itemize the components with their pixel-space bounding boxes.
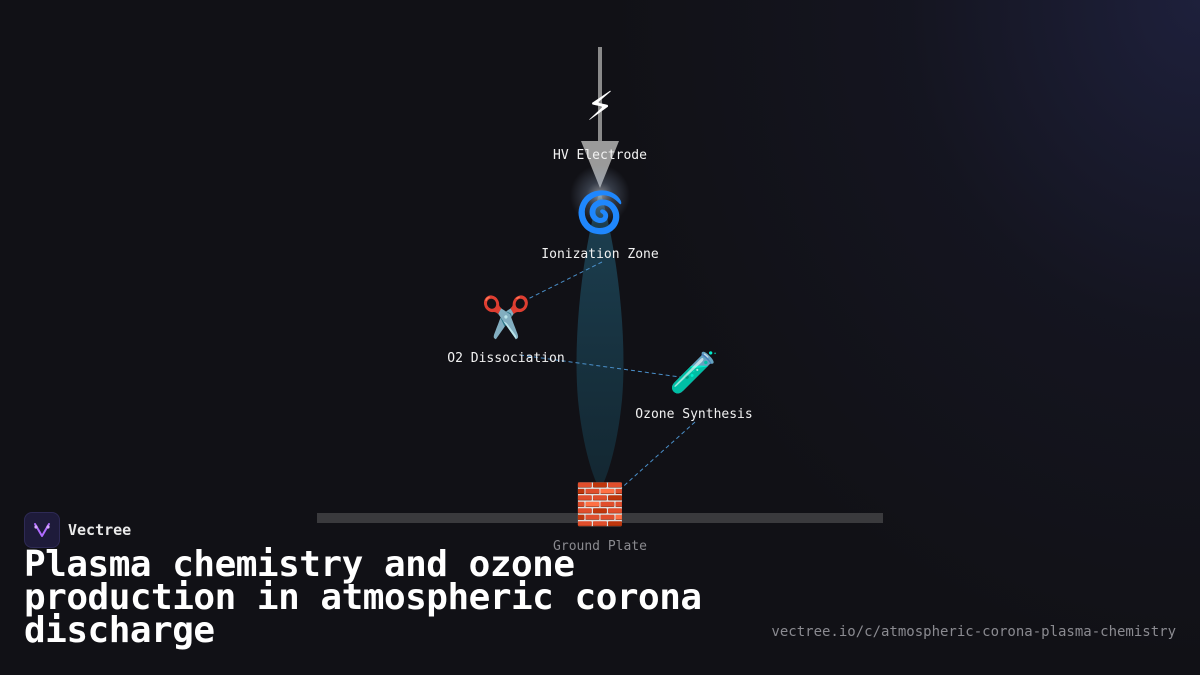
- scissors-icon: ✂️: [481, 295, 531, 341]
- cyclone-icon: 🌀: [575, 190, 625, 236]
- electrode-rod: [598, 47, 602, 147]
- brick-icon: 🧱: [575, 482, 625, 528]
- page-title: Plasma chemistry and ozone production in…: [24, 544, 702, 651]
- test-tube-icon: 🧪: [669, 350, 719, 396]
- plasma-column: [576, 190, 624, 490]
- vectree-logo-icon: [24, 512, 60, 548]
- tip-glow: [570, 165, 630, 225]
- connector-dissociation-ozone: [519, 354, 681, 378]
- node-label-ionization: Ionization Zone: [541, 247, 659, 262]
- connector-ionization-dissociation: [523, 261, 603, 302]
- connector-ozone-ground: [616, 421, 696, 493]
- node-label-ozone: Ozone Synthesis: [635, 407, 753, 422]
- node-label-dissociation: O2 Dissociation: [447, 351, 565, 366]
- brand: Vectree: [24, 512, 131, 548]
- brand-name: Vectree: [68, 521, 132, 539]
- source-url: vectree.io/c/atmospheric-corona-plasma-c…: [771, 624, 1176, 640]
- node-label-electrode: HV Electrode: [553, 148, 647, 163]
- electrode-tip: [581, 141, 619, 188]
- node-label-ground: Ground Plate: [553, 539, 647, 554]
- ground-plate: [317, 513, 883, 523]
- lightning-icon: ⚡: [585, 84, 615, 130]
